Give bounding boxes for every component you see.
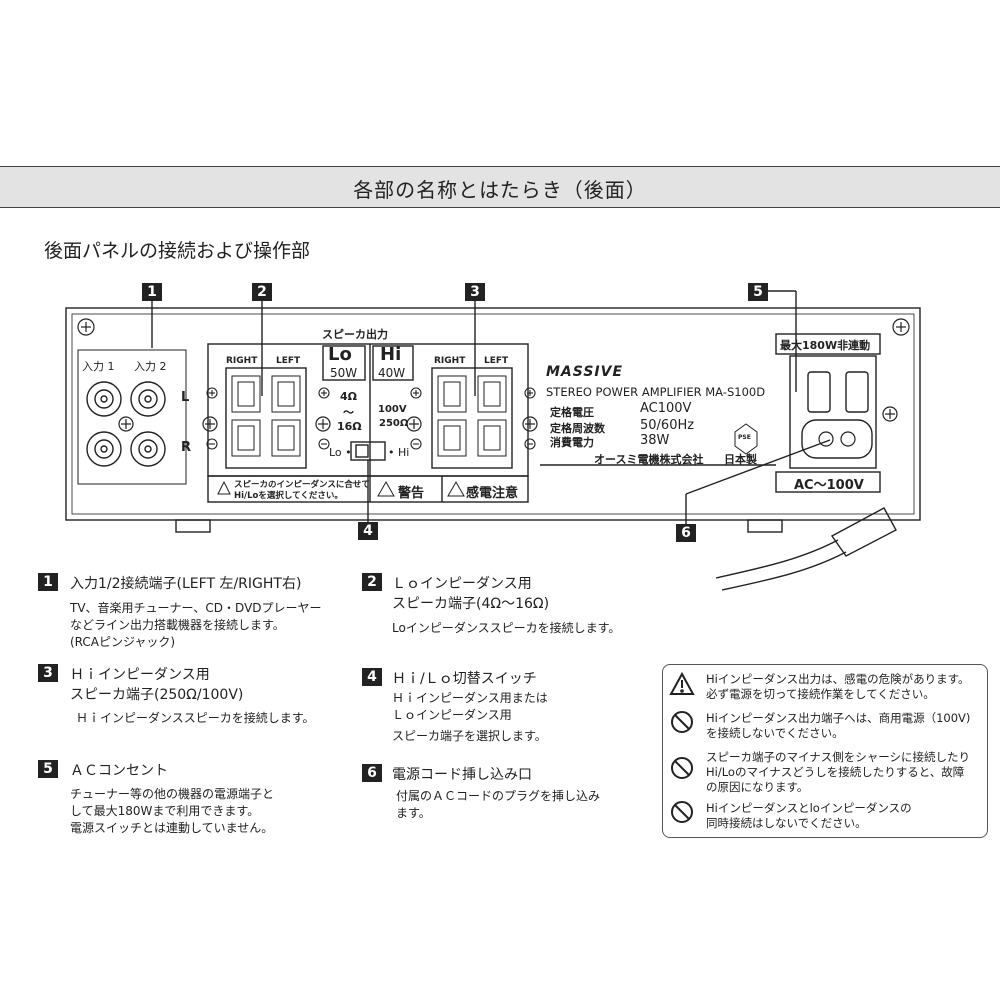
badge-5: 5	[748, 283, 768, 301]
prohibited-icon	[671, 801, 693, 823]
outlet-rating-label: 最大180W非連動	[780, 339, 871, 352]
lo-left-label: LEFT	[276, 356, 301, 366]
item-5-body-2: して最大180Wまで利用できます。	[70, 804, 260, 818]
caution-icon	[669, 671, 695, 695]
badge-6: 6	[676, 524, 696, 542]
lo-imp-min: 4Ω	[340, 390, 358, 403]
rca-jack-icon	[86, 381, 166, 467]
hi-right-label: RIGHT	[434, 356, 466, 366]
item-4-title: Ｈｉ/Ｌｏ切替スイッチ	[392, 671, 537, 687]
prohibited-icon	[671, 711, 693, 733]
badge-3: 3	[465, 283, 485, 301]
item-2-title: Ｌｏインピーダンス用	[392, 576, 532, 592]
hi-left-label: LEFT	[484, 356, 509, 366]
hi-imp-label: 250Ω	[379, 418, 409, 429]
switch-hi-label: • Hi	[388, 446, 410, 459]
speaker-terminal-icon	[231, 375, 507, 457]
ac-input-label: AC〜100V	[794, 478, 864, 493]
item-6-title: 電源コード挿し込み口	[392, 767, 532, 783]
warning-1-line-2: 必ず電源を切って接続作業をしてください。	[706, 687, 935, 701]
item-5-body-1: チューナー等の他の機器の電源端子と	[70, 787, 275, 801]
item-2-badge: 2	[362, 573, 382, 591]
item-6-body-1: 付属のＡＣコードのプラグを挿し込み	[396, 789, 601, 803]
item-6-body-2: ます。	[396, 806, 431, 820]
warning-3-line-2: Hi/Loのマイナスどうしを接続したりすると、故障	[706, 765, 965, 779]
item-1-badge: 1	[38, 573, 58, 591]
item-4-body-3: スピーカ端子を選択します。	[392, 729, 547, 743]
warning-label: 警告	[398, 486, 425, 501]
item-4-badge: 4	[362, 668, 382, 686]
warning-4-line-2: 同時接続はしないでください。	[706, 816, 867, 830]
badge-2: 2	[252, 283, 272, 301]
lo-watt-label: 50W	[330, 366, 358, 380]
channel-r-label: R	[181, 440, 192, 455]
spec-value-frequency: 50/60Hz	[640, 418, 695, 433]
speaker-output-label: スピーカ出力	[322, 328, 388, 341]
impedance-caution-line2: Hi/Loを選択してください。	[234, 491, 343, 501]
spec-label-voltage: 定格電圧	[550, 406, 594, 419]
section-title: 後面パネルの接続および操作部	[44, 240, 311, 262]
warning-2-line-2: を接続しないでください。	[706, 726, 844, 740]
badge-1: 1	[142, 283, 162, 301]
item-3-body-1: Ｈｉインピーダンススピーカを接続します。	[76, 711, 315, 725]
pse-mark-icon	[734, 423, 758, 455]
input2-label: 入力 2	[134, 360, 167, 373]
item-2-body-1: Loインピーダンススピーカを接続します。	[392, 621, 621, 635]
spec-label-frequency: 定格周波数	[550, 422, 605, 435]
made-in-label: 日本製	[724, 453, 757, 466]
shock-caution-label: 感電注意	[466, 486, 519, 501]
rear-panel-diagram	[65, 290, 921, 591]
impedance-caution-line1: スピーカのインピーダンスに合せて	[234, 480, 370, 490]
switch-lo-label: Lo •	[329, 446, 352, 459]
warning-2-line-1: Hiインピーダンス出力端子へは、商用電源（100V)	[706, 711, 971, 725]
warning-3-line-1: スピーカ端子のマイナス側をシャーシに接続したり	[706, 750, 971, 764]
item-1-body-2: などライン出力搭載機器を接続します。	[70, 618, 285, 632]
item-4-body-1: Ｈｉインピーダンス用または	[392, 691, 548, 705]
item-5-body-3: 電源スイッチとは連動していません。	[70, 821, 274, 835]
spec-label-power: 消費電力	[550, 436, 594, 449]
item-5-title: ＡＣコンセント	[70, 763, 168, 779]
item-1-body-3: (RCAピンジャック)	[70, 635, 176, 649]
item-1-title: 入力1/2接続端子(LEFT 左/RIGHT右)	[70, 576, 302, 592]
lo-imp-tilde: 〜	[343, 406, 354, 419]
item-3-title2: スピーカ端子(250Ω/100V)	[70, 687, 244, 703]
maker-label: オースミ電機株式会社	[594, 453, 704, 466]
pse-label: PSE	[738, 434, 751, 441]
item-3-badge: 3	[38, 664, 58, 682]
model-label: STEREO POWER AMPLIFIER MA-S100D	[546, 385, 766, 399]
badge-4: 4	[358, 522, 378, 540]
header-bar	[0, 166, 1000, 208]
item-4-body-2: Ｌｏインピーダンス用	[392, 708, 512, 722]
item-3-title: Ｈｉインピーダンス用	[70, 667, 210, 683]
warning-4-line-1: Hiインピーダンスとloインピーダンスの	[706, 801, 912, 815]
page-title: 各部の名称とはたらき（後面）	[353, 178, 647, 202]
lo-imp-max: 16Ω	[337, 420, 362, 433]
item-6-badge: 6	[362, 764, 382, 782]
hi-watt-label: 40W	[378, 366, 406, 380]
item-1-body-1: TV、音楽用チューナー、CD・DVDプレーヤー	[70, 601, 322, 615]
spec-value-voltage: AC100V	[640, 401, 692, 416]
warning-1-line-1: Hiインピーダンス出力は、感電の危険があります。	[706, 672, 970, 686]
lo-mode-label: Lo	[328, 344, 352, 365]
spec-value-power: 38W	[640, 433, 670, 448]
safety-warning-box	[662, 664, 988, 838]
prohibited-icon	[671, 757, 693, 779]
brand-logo: MASSIVE	[546, 364, 624, 380]
channel-l-label: L	[181, 390, 190, 405]
item-5-badge: 5	[38, 760, 58, 778]
hi-voltage-label: 100V	[378, 404, 407, 415]
input1-label: 入力 1	[82, 360, 115, 373]
hi-mode-label: Hi	[380, 344, 402, 365]
warning-3-line-3: の原因になります。	[706, 780, 809, 794]
item-2-title2: スピーカ端子(4Ω〜16Ω)	[392, 596, 550, 612]
lo-right-label: RIGHT	[226, 356, 258, 366]
screw-icon	[77, 318, 910, 432]
